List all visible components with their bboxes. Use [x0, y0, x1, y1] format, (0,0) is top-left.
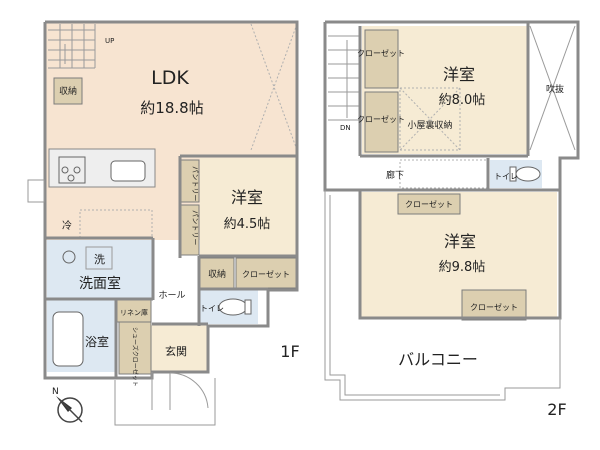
fukinuke-label: 吹抜	[546, 83, 564, 95]
attic-outline	[399, 87, 461, 151]
linen-label: リネン庫	[120, 308, 148, 317]
western-1f-name: 洋室	[231, 188, 263, 207]
floor-2	[323, 20, 580, 401]
closet-1f-label: クローゼット	[242, 269, 290, 279]
compass-icon	[56, 396, 83, 423]
pantry-2-label: パントリー	[191, 210, 199, 245]
storage-2	[199, 257, 235, 289]
storage-top	[53, 77, 83, 105]
stove-icon	[58, 156, 86, 184]
entrance-area	[150, 325, 208, 373]
balcony-label: バルコニー	[398, 350, 478, 369]
washer-space	[85, 246, 113, 270]
toilet-icon-2f	[515, 166, 541, 182]
room-8-name: 洋室	[443, 65, 475, 84]
washroom-label: 洗面室	[79, 275, 121, 292]
entrance-label: 玄関	[165, 344, 187, 358]
ldk-name: LDK	[151, 67, 189, 89]
closet-2f-a	[364, 29, 399, 89]
shoes-closet	[118, 321, 152, 375]
stairs-1f	[48, 24, 96, 69]
closet-2f-d-label: クローゼット	[470, 302, 518, 312]
closet-2f-c	[397, 193, 461, 215]
closet-2f-d	[461, 289, 527, 321]
stairs-2f	[328, 35, 360, 121]
outdoor-unit	[27, 179, 45, 203]
floor-1-label: 1F	[280, 342, 299, 361]
stairs-up-label: UP	[105, 37, 114, 45]
closet-1f	[235, 257, 298, 289]
bathtub-icon	[52, 311, 84, 367]
washer-label: 洗	[94, 253, 105, 266]
closet-2f-b	[364, 91, 399, 153]
storage-top-label: 収納	[59, 85, 77, 97]
storage-2-label: 収納	[208, 268, 226, 280]
closet-2f-a-label: クローゼット	[357, 48, 405, 58]
sink-icon	[110, 160, 146, 182]
washbasin-icon	[62, 250, 76, 264]
floor-1	[27, 20, 299, 426]
shoes-label: シューズクローゼット	[131, 327, 139, 387]
floor-2-label: 2F	[547, 400, 566, 419]
corridor-outline	[399, 159, 489, 189]
room-8-size: 約8.0帖	[439, 93, 486, 108]
room-9-8-name: 洋室	[444, 232, 476, 251]
bath-label: 浴室	[85, 334, 109, 349]
toilet-2f-label: トイレ	[494, 172, 518, 181]
hall-label: ホール	[158, 290, 185, 301]
attic-label: 小屋裏収納	[407, 119, 452, 131]
closet-2f-b-label: クローゼット	[357, 114, 405, 124]
stairs-dn-label: DN	[340, 124, 351, 132]
fridge-label: 冷	[62, 219, 72, 232]
corridor-label: 廊下	[386, 169, 404, 181]
room-9-8-size: 約9.8帖	[439, 260, 486, 275]
western-1f-size: 約4.5帖	[224, 217, 271, 232]
closet-2f-c-label: クローゼット	[405, 199, 453, 209]
western-room-1f	[200, 158, 297, 256]
toilet-1f-label: トイレ	[200, 304, 224, 313]
ldk-size: 約18.8帖	[140, 99, 203, 117]
pantry-1-label: パントリー	[191, 166, 199, 201]
compass-north-label: N	[52, 387, 59, 397]
